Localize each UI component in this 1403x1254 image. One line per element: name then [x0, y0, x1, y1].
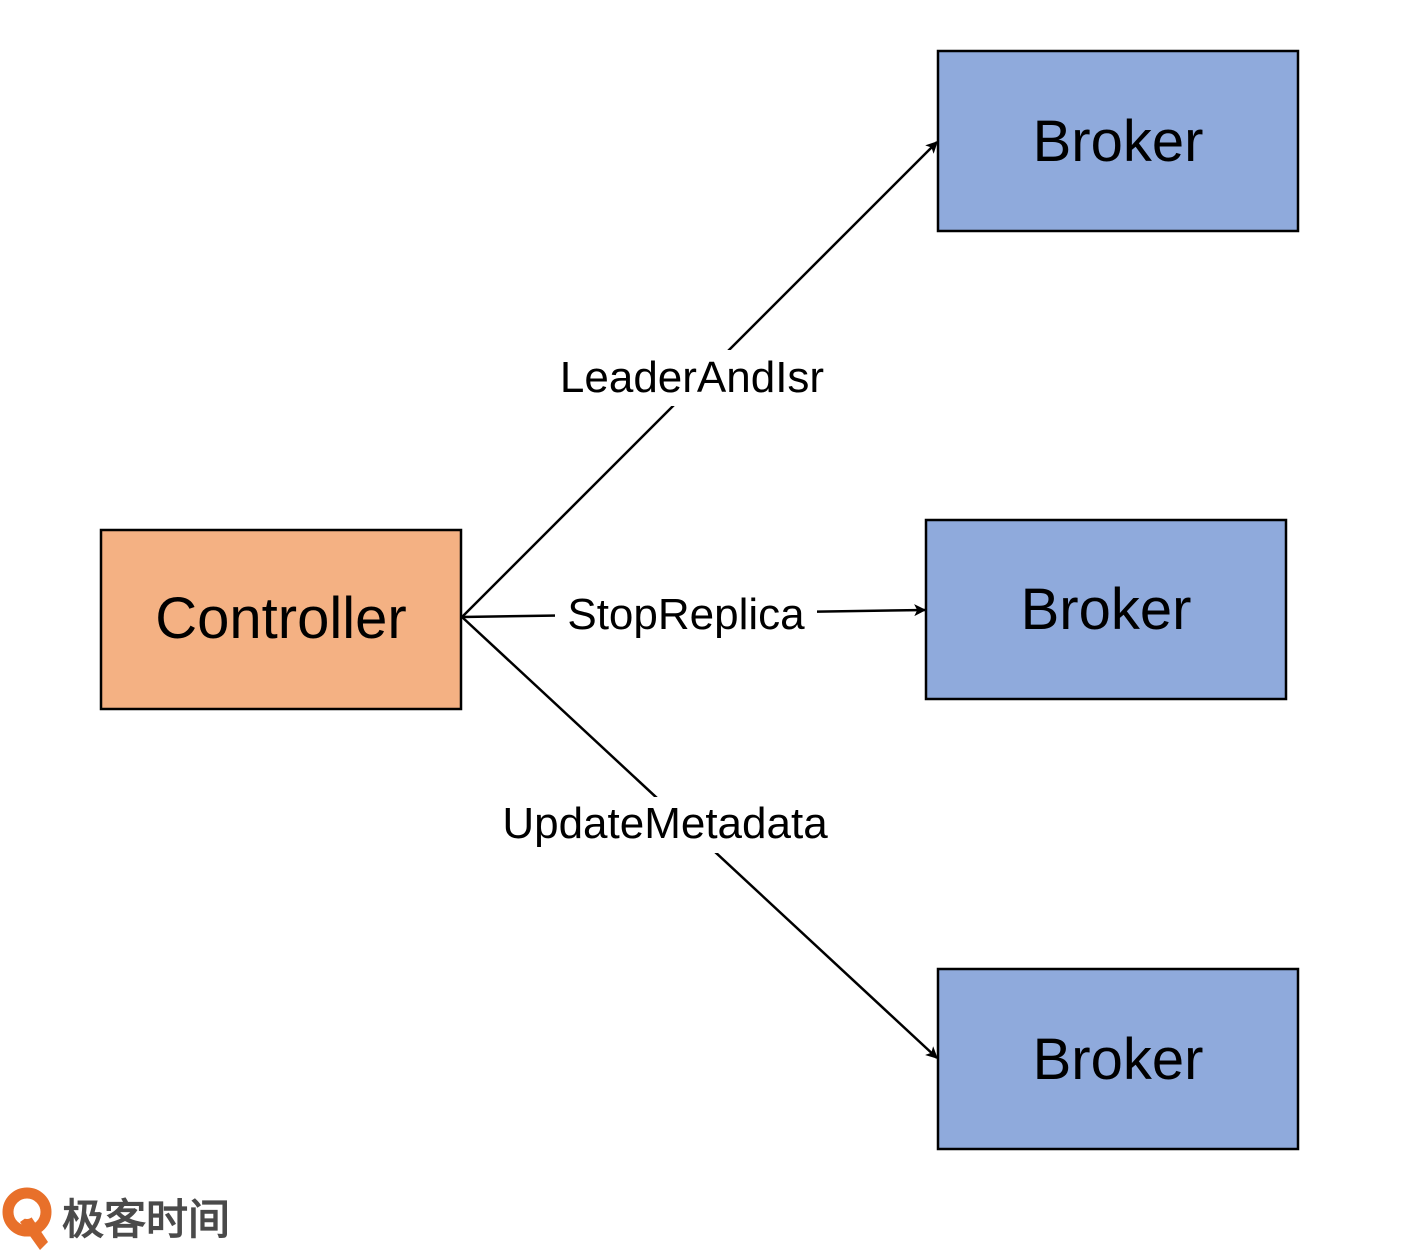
broker-box-bottom — [936, 967, 1300, 1151]
edge-label-stopreplica: StopReplica — [567, 590, 805, 639]
broker-label-bottom: Broker — [1033, 1027, 1204, 1092]
controller-box — [99, 528, 463, 711]
edge-label-leaderandisr: LeaderAndIsr — [560, 353, 824, 402]
brand-text: 极客时间 — [62, 1195, 230, 1244]
controller-label: Controller — [155, 586, 406, 651]
broker-node-top: Broker — [936, 49, 1300, 233]
broker-box-top — [936, 49, 1300, 233]
controller-node: Controller — [99, 528, 463, 711]
broker-box-middle — [924, 518, 1288, 701]
geektime-logo-icon — [2, 1187, 52, 1250]
broker-label-middle: Broker — [1021, 577, 1192, 642]
broker-label-top: Broker — [1033, 109, 1204, 174]
broker-node-bottom: Broker — [936, 967, 1300, 1151]
brand-watermark: 极客时间 — [2, 1187, 230, 1250]
broker-node-middle: Broker — [924, 518, 1288, 701]
edge-label-updatemetadata: UpdateMetadata — [502, 799, 828, 848]
